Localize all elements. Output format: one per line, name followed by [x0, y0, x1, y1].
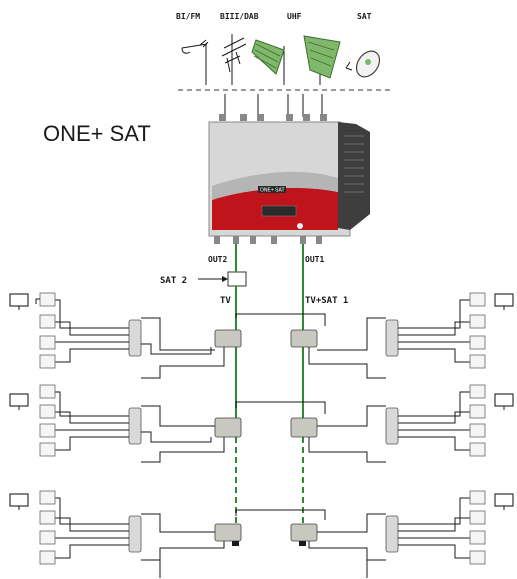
tv-right-floor2-icon: [494, 393, 514, 407]
splitter-left-floor2: [128, 407, 142, 445]
splitter-right-floor1: [385, 319, 399, 357]
tv-left-floor3-icon: [9, 493, 29, 507]
floor-1: [9, 292, 514, 379]
amplifier-unit: ONE+ SAT: [208, 114, 370, 244]
label-out2: OUT2: [208, 255, 227, 264]
tap-sat-floor3: [290, 523, 318, 542]
amplifier-badge: ONE+ SAT: [260, 188, 285, 194]
dab-antenna-icon: [221, 34, 247, 85]
label-out1: OUT1: [305, 255, 324, 264]
tv-left-floor1-icon: [9, 293, 29, 307]
label-tv-sat1: TV+SAT 1: [305, 296, 348, 306]
label-tv: TV: [220, 296, 231, 306]
tv-left-floor2-icon: [9, 393, 29, 407]
floor-2: [9, 384, 514, 463]
uhf-antenna-left-icon: [251, 39, 285, 85]
uhf-antenna-right-icon: [303, 35, 341, 85]
label-sat2: SAT 2: [160, 276, 187, 286]
splitter-right-floor2: [385, 407, 399, 445]
sat2-combiner: [198, 271, 247, 287]
tap-sat-floor1: [290, 329, 318, 348]
label-bifm: BI/FM: [176, 12, 200, 21]
fm-antenna-icon: [181, 39, 209, 85]
tap-tv-floor1: [214, 329, 242, 348]
splitter-left-floor1: [128, 319, 142, 357]
tv-right-floor3-icon: [494, 493, 514, 507]
page-title: ONE+ SAT: [43, 121, 151, 146]
tap-tv-floor3: [214, 523, 242, 542]
satellite-dish-icon: [345, 50, 381, 78]
label-biiidab: BIII/DAB: [220, 12, 259, 21]
floor-3: [9, 490, 514, 578]
tap-sat-floor2: [290, 417, 318, 438]
label-sat: SAT: [357, 12, 372, 21]
antenna-feeds: [224, 94, 323, 117]
splitter-right-floor3: [385, 515, 399, 553]
label-uhf: UHF: [287, 12, 302, 21]
splitter-left-floor3: [128, 515, 142, 553]
tv-right-floor1-icon: [494, 293, 514, 307]
tap-tv-floor2: [214, 417, 242, 438]
